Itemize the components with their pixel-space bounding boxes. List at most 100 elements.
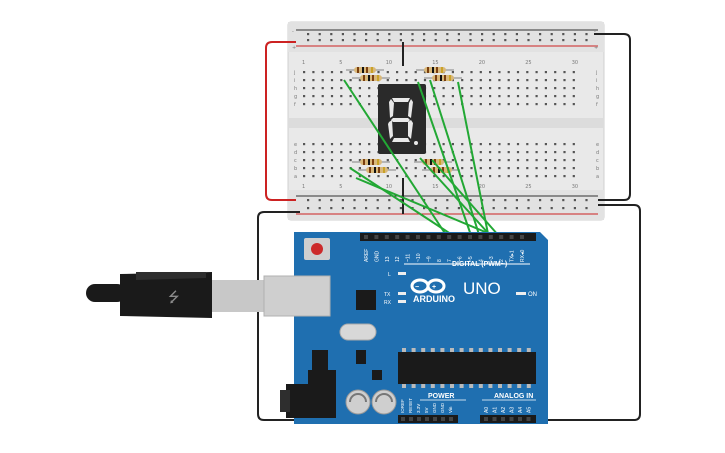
signal-wires[interactable] — [343, 79, 515, 245]
column-number: 10 — [386, 60, 392, 66]
bb-hole — [386, 167, 389, 170]
bb-hole — [479, 103, 482, 106]
digital-pwm-label: DIGITAL (PWM~) — [452, 261, 507, 268]
row-label: g — [294, 94, 297, 100]
bb-hole — [451, 143, 454, 146]
rail-hole — [411, 33, 414, 36]
bb-hole — [470, 95, 473, 98]
bb-hole — [349, 103, 352, 106]
bb-hole — [461, 71, 464, 74]
rail-hole — [388, 207, 391, 210]
rail-hole — [341, 33, 344, 36]
bb-hole — [479, 87, 482, 90]
rail-hole — [376, 33, 379, 36]
rail-hole — [481, 33, 484, 36]
row-label: e — [294, 142, 297, 148]
bb-hole — [544, 151, 547, 154]
power-pin-label: 5V — [424, 407, 429, 413]
reset-button[interactable] — [311, 243, 323, 255]
resistor[interactable] — [358, 167, 396, 173]
rail-hole — [318, 199, 321, 202]
bb-hole — [349, 159, 352, 162]
ground-wire-top[interactable] — [594, 33, 631, 201]
bb-hole — [312, 175, 315, 178]
rail-hole — [573, 199, 576, 202]
rail-hole — [527, 199, 530, 202]
bb-hole — [526, 167, 529, 170]
bb-hole — [303, 159, 306, 162]
bb-hole — [330, 143, 334, 146]
bb-hole — [405, 159, 408, 162]
rail-hole — [469, 199, 472, 202]
bb-hole — [535, 143, 538, 146]
resistor[interactable] — [352, 159, 390, 165]
header-hole — [518, 417, 522, 421]
rail-hole — [318, 33, 321, 36]
bb-hole — [414, 79, 417, 82]
row-label: h — [294, 86, 297, 92]
column-number: 15 — [432, 60, 438, 66]
bb-hole — [349, 151, 352, 154]
row-label: a — [294, 174, 297, 180]
bb-hole — [461, 159, 464, 162]
dc-jack — [286, 384, 336, 418]
resistor[interactable] — [424, 75, 462, 81]
bb-hole — [330, 175, 334, 178]
usb-icon: ⭍ — [168, 290, 180, 306]
bb-hole — [451, 159, 454, 162]
bb-hole — [535, 175, 538, 178]
bb-hole — [489, 175, 492, 178]
rail-hole — [330, 199, 333, 202]
row-label: g — [596, 94, 599, 100]
rail-hole — [318, 207, 321, 210]
bb-hole — [312, 103, 315, 106]
bb-hole — [544, 79, 547, 82]
bb-hole — [377, 71, 380, 74]
bb-hole — [572, 175, 575, 178]
bb-hole — [535, 71, 538, 74]
bb-hole — [386, 159, 389, 162]
bb-hole — [498, 95, 501, 98]
row-label: c — [596, 158, 599, 164]
bb-hole — [321, 95, 324, 98]
bb-hole — [544, 103, 547, 106]
resistor[interactable] — [416, 67, 454, 73]
bb-hole — [498, 103, 501, 106]
bb-hole — [507, 79, 510, 82]
rx-led — [398, 300, 406, 303]
bb-hole — [386, 71, 389, 74]
bb-hole — [572, 159, 575, 162]
column-number: 20 — [479, 184, 485, 190]
resistor[interactable] — [352, 75, 390, 81]
analog-pin-label: A3 — [510, 407, 516, 413]
rail-plus-label: + — [292, 45, 296, 51]
rail-hole — [492, 199, 495, 202]
seven-segment-display[interactable] — [378, 84, 426, 154]
bb-hole — [507, 143, 510, 146]
bb-hole — [414, 167, 417, 170]
bb-hole — [470, 143, 473, 146]
rail-hole — [527, 33, 530, 36]
rail-hole — [307, 207, 310, 210]
bb-hole — [489, 87, 492, 90]
bb-hole — [554, 87, 557, 90]
resistor[interactable] — [346, 67, 384, 73]
bb-hole — [507, 87, 510, 90]
row-label: i — [596, 78, 597, 84]
rail-hole — [550, 39, 553, 42]
power-wire-red[interactable] — [265, 41, 296, 201]
rail-hole — [550, 33, 553, 36]
arduino-logo: − + — [410, 278, 446, 294]
bb-hole — [470, 87, 473, 90]
bb-hole — [340, 175, 343, 178]
bb-hole — [572, 95, 575, 98]
header-hole — [384, 235, 389, 239]
row-label: b — [596, 166, 599, 172]
resistors[interactable] — [346, 67, 462, 173]
bb-hole — [544, 167, 547, 170]
bb-hole — [479, 151, 482, 154]
bb-hole — [396, 71, 399, 74]
